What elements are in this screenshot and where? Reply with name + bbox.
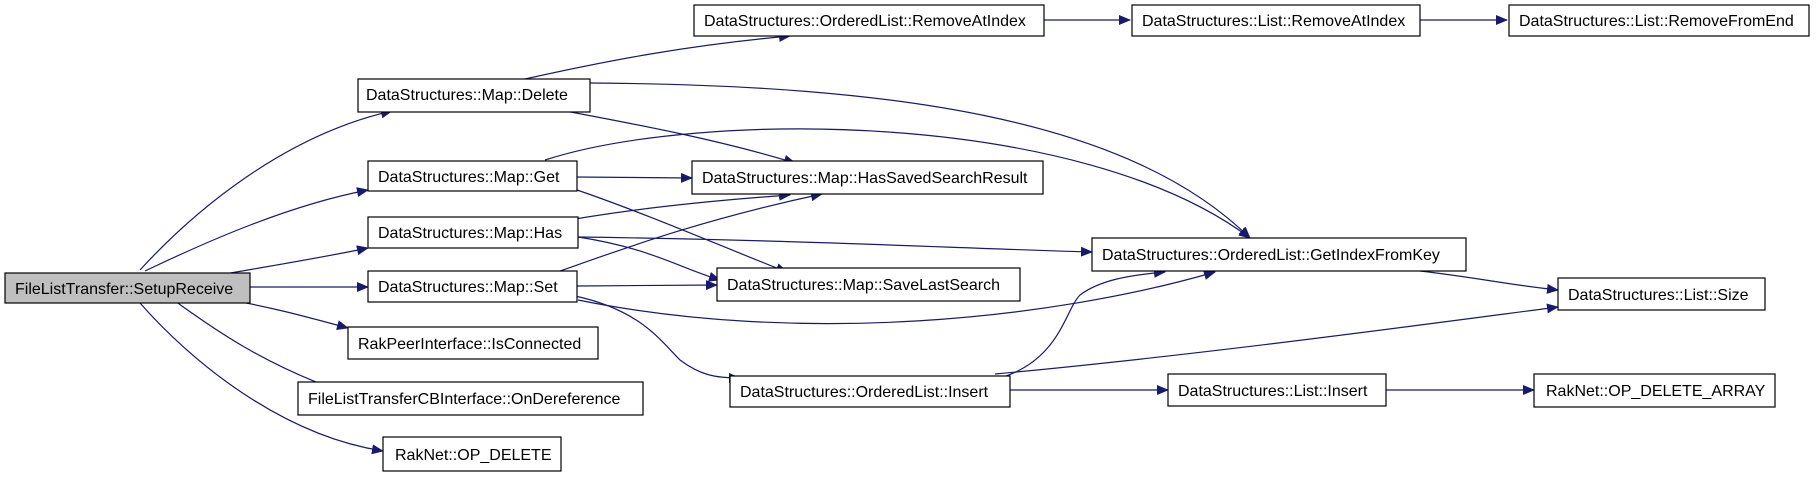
edge-map-set-save-last [576,280,718,291]
node-remove-from-end[interactable]: DataStructures::List::RemoveFromEnd [1508,4,1810,37]
node-label: DataStructures::OrderedList::Insert [740,384,989,401]
node-l-insert[interactable]: DataStructures::List::Insert [1167,373,1387,407]
node-label: DataStructures::List::Insert [1178,383,1368,400]
node-has-saved-search-result[interactable]: DataStructures::Map::HasSavedSearchResul… [691,160,1044,195]
edge-map-delete-get-index [589,82,1251,239]
edge-map-has-has-saved [574,190,791,220]
node-map-has[interactable]: DataStructures::Map::Has [367,216,579,249]
node-label: DataStructures::Map::Delete [366,87,568,104]
node-l-size[interactable]: DataStructures::List::Size [1557,277,1766,311]
edge-map-has-get-index [577,236,1093,257]
node-label: FileListTransferCBInterface::OnDereferen… [308,391,621,408]
node-label: DataStructures::List::RemoveFromEnd [1519,13,1794,30]
node-map-get[interactable]: DataStructures::Map::Get [367,160,578,192]
node-is-connected[interactable]: RakPeerInterface::IsConnected [347,326,599,360]
edge-map-get-save-last [576,189,788,273]
node-ol-remove-at-index[interactable]: DataStructures::OrderedList::RemoveAtInd… [693,4,1045,37]
node-layer: FileListTransfer::SetupReceive DataStruc… [4,4,1810,472]
edge-setup-on-deref [174,300,346,395]
edge-map-delete-has-saved [559,109,796,165]
node-op-delete[interactable]: RakNet::OP_DELETE [382,436,562,472]
node-label: DataStructures::List::RemoveAtIndex [1142,13,1405,30]
node-label: FileListTransfer::SetupReceive [15,281,233,298]
node-label: DataStructures::Map::Set [378,279,558,296]
node-label: DataStructures::List::Size [1568,287,1749,304]
node-label: DataStructures::OrderedList::GetIndexFro… [1102,247,1440,264]
node-setup-receive[interactable]: FileListTransfer::SetupReceive [4,272,251,304]
edge-ol-insert-get-index [999,267,1166,379]
node-label: DataStructures::Map::Has [378,225,562,242]
edge-map-get-get-index [544,128,1251,239]
node-map-delete[interactable]: DataStructures::Map::Delete [357,78,591,113]
edge-map-has-save-last [577,236,721,282]
node-ol-insert[interactable]: DataStructures::OrderedList::Insert [729,375,1011,408]
edge-setup-map-has [224,245,369,275]
node-label: RakNet::OP_DELETE [395,447,552,464]
edge-get-index-l-size [1419,270,1559,294]
node-save-last-search[interactable]: DataStructures::Map::SaveLastSearch [716,267,1021,302]
edge-map-set-ol-insert [574,295,741,383]
edge-map-set-has-saved [559,191,823,272]
node-label: RakPeerInterface::IsConnected [358,336,581,353]
node-label: DataStructures::Map::Get [378,169,560,186]
node-label: DataStructures::Map::HasSavedSearchResul… [702,170,1028,187]
node-label: DataStructures::OrderedList::RemoveAtInd… [704,13,1026,30]
edge-ol-insert-l-size [994,303,1559,375]
node-label: RakNet::OP_DELETE_ARRAY [1546,383,1766,400]
edge-layer [139,15,1559,455]
node-get-index-from-key[interactable]: DataStructures::OrderedList::GetIndexFro… [1091,237,1467,272]
edge-map-set-get-index [577,270,1216,325]
edge-setup-map-get [144,187,369,272]
node-label: DataStructures::Map::SaveLastSearch [727,277,1000,294]
edge-map-get-has-saved [573,172,693,183]
edge-map-delete-ol-remove [524,32,791,80]
edge-setup-op-delete [139,302,384,455]
node-map-set[interactable]: DataStructures::Map::Set [367,270,578,303]
node-on-dereference[interactable]: FileListTransferCBInterface::OnDereferen… [297,381,644,416]
node-l-remove-at-index[interactable]: DataStructures::List::RemoveAtIndex [1131,4,1421,37]
edge-setup-map-delete [139,108,393,271]
node-op-delete-array[interactable]: RakNet::OP_DELETE_ARRAY [1533,373,1776,408]
